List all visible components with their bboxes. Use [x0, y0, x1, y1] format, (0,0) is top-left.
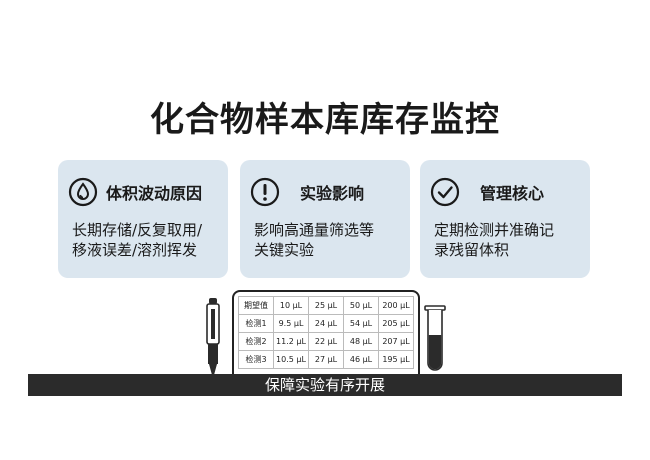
card-line: 关键实验 [254, 241, 315, 259]
table-row: 期望值 10 μL 25 μL 50 μL 200 μL [238, 296, 414, 315]
table-cell: 205 μL [378, 314, 414, 333]
card-body: 长期存储/反复取用/ 移液误差/溶剂挥发 [72, 220, 218, 260]
info-card-volume-fluctuation: 体积波动原因 长期存储/反复取用/ 移液误差/溶剂挥发 [58, 160, 228, 278]
row-label: 期望值 [238, 296, 274, 315]
table-cell: 46 μL [343, 350, 379, 369]
checkmark-icon [430, 177, 460, 207]
table-cell: 25 μL [308, 296, 344, 315]
table-cell: 27 μL [308, 350, 344, 369]
card-line: 录残留体积 [434, 241, 510, 259]
card-line: 影响高通量筛选等 [254, 221, 375, 239]
table-cell: 11.2 μL [273, 332, 309, 351]
card-header: 管理核心 [430, 177, 545, 207]
card-body: 定期检测并准确记 录残留体积 [434, 220, 580, 260]
volume-table-board: 期望值 10 μL 25 μL 50 μL 200 μL 检测1 9.5 μL … [232, 290, 420, 378]
card-body: 影响高通量筛选等 关键实验 [254, 220, 400, 260]
table-cell: 207 μL [378, 332, 414, 351]
row-label: 检测1 [238, 314, 274, 333]
card-title: 体积波动原因 [106, 184, 203, 203]
card-header: 实验影响 [250, 177, 365, 207]
card-line: 移液误差/溶剂挥发 [72, 241, 198, 259]
table-row: 检测1 9.5 μL 24 μL 54 μL 205 μL [238, 314, 414, 333]
card-line: 定期检测并准确记 [434, 221, 555, 239]
table-cell: 9.5 μL [273, 314, 309, 333]
volume-table: 期望值 10 μL 25 μL 50 μL 200 μL 检测1 9.5 μL … [238, 296, 414, 369]
row-label: 检测2 [238, 332, 274, 351]
table-cell: 200 μL [378, 296, 414, 315]
table-cell: 195 μL [378, 350, 414, 369]
pipette-icon [206, 298, 220, 375]
table-cell: 48 μL [343, 332, 379, 351]
page-title: 化合物样本库库存监控 [150, 100, 500, 140]
info-card-management-core: 管理核心 定期检测并准确记 录残留体积 [420, 160, 590, 278]
table-cell: 54 μL [343, 314, 379, 333]
card-title: 管理核心 [480, 184, 545, 203]
exclamation-icon [250, 177, 280, 207]
card-title: 实验影响 [300, 184, 365, 203]
table-row: 检测3 10.5 μL 27 μL 46 μL 195 μL [238, 350, 414, 369]
table-cell: 10.5 μL [273, 350, 309, 369]
card-line: 长期存储/反复取用/ [72, 221, 203, 239]
table-cell: 10 μL [273, 296, 309, 315]
table-cell: 50 μL [343, 296, 379, 315]
table-cell: 24 μL [308, 314, 344, 333]
test-tube-icon [424, 305, 446, 371]
row-label: 检测3 [238, 350, 274, 369]
table-row: 检测2 11.2 μL 22 μL 48 μL 207 μL [238, 332, 414, 351]
droplet-icon [68, 177, 98, 207]
card-header: 体积波动原因 [68, 177, 203, 207]
footer-banner: 保障实验有序开展 [28, 374, 622, 396]
table-cell: 22 μL [308, 332, 344, 351]
info-card-experiment-impact: 实验影响 影响高通量筛选等 关键实验 [240, 160, 410, 278]
